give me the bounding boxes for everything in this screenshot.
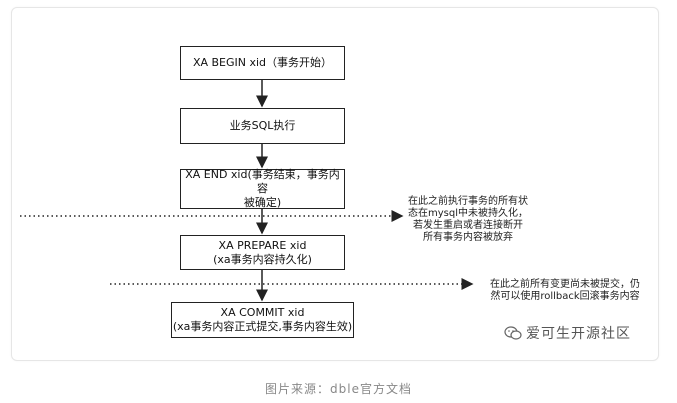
step-xa-commit-line-2: (xa事务内容正式提交,事务内容生效) [172, 320, 353, 333]
note-before-prepare-line-2: 态在mysql中未被持久化， [408, 208, 528, 219]
step-business-sql-line-1: 业务SQL执行 [229, 119, 296, 132]
step-xa-prepare: XA PREPARE xid (xa事务内容持久化) [180, 235, 345, 270]
note-before-prepare: 在此之前执行事务的所有状 态在mysql中未被持久化， 若发生重启或者连接断开 … [393, 196, 543, 244]
note-before-prepare-line-3: 若发生重启或者连接断开 [413, 220, 523, 231]
note-before-prepare-line-4: 所有事务内容被放弃 [423, 232, 513, 243]
note-before-commit-line-2: 然可以使用rollback回滚事务内容 [490, 291, 640, 302]
step-xa-end-line-1: XA END xid(事务结束，事务内容 [185, 168, 340, 195]
step-xa-commit: XA COMMIT xid (xa事务内容正式提交,事务内容生效) [171, 302, 354, 338]
watermark: 爱可生开源社区 [504, 323, 631, 343]
step-xa-begin: XA BEGIN xid（事务开始） [180, 46, 345, 80]
note-before-commit-line-1: 在此之前所有变更尚未被提交，仍 [490, 279, 640, 290]
note-before-commit: 在此之前所有变更尚未被提交，仍 然可以使用rollback回滚事务内容 [474, 279, 656, 303]
step-xa-prepare-line-1: XA PREPARE xid [218, 238, 307, 252]
step-xa-end: XA END xid(事务结束，事务内容 被确定) [180, 168, 345, 209]
step-xa-commit-line-1: XA COMMIT xid [220, 306, 305, 319]
watermark-text: 爱可生开源社区 [526, 326, 631, 342]
wechat-icon [504, 326, 522, 340]
step-business-sql: 业务SQL执行 [180, 108, 345, 144]
note-before-prepare-line-1: 在此之前执行事务的所有状 [408, 196, 528, 207]
step-xa-begin-line-1: XA BEGIN xid（事务开始） [192, 56, 333, 69]
step-xa-end-line-2: 被确定) [243, 196, 282, 209]
image-caption: 图片来源：dble官方文档 [265, 382, 412, 396]
step-xa-prepare-line-2: (xa事务内容持久化) [213, 252, 312, 266]
